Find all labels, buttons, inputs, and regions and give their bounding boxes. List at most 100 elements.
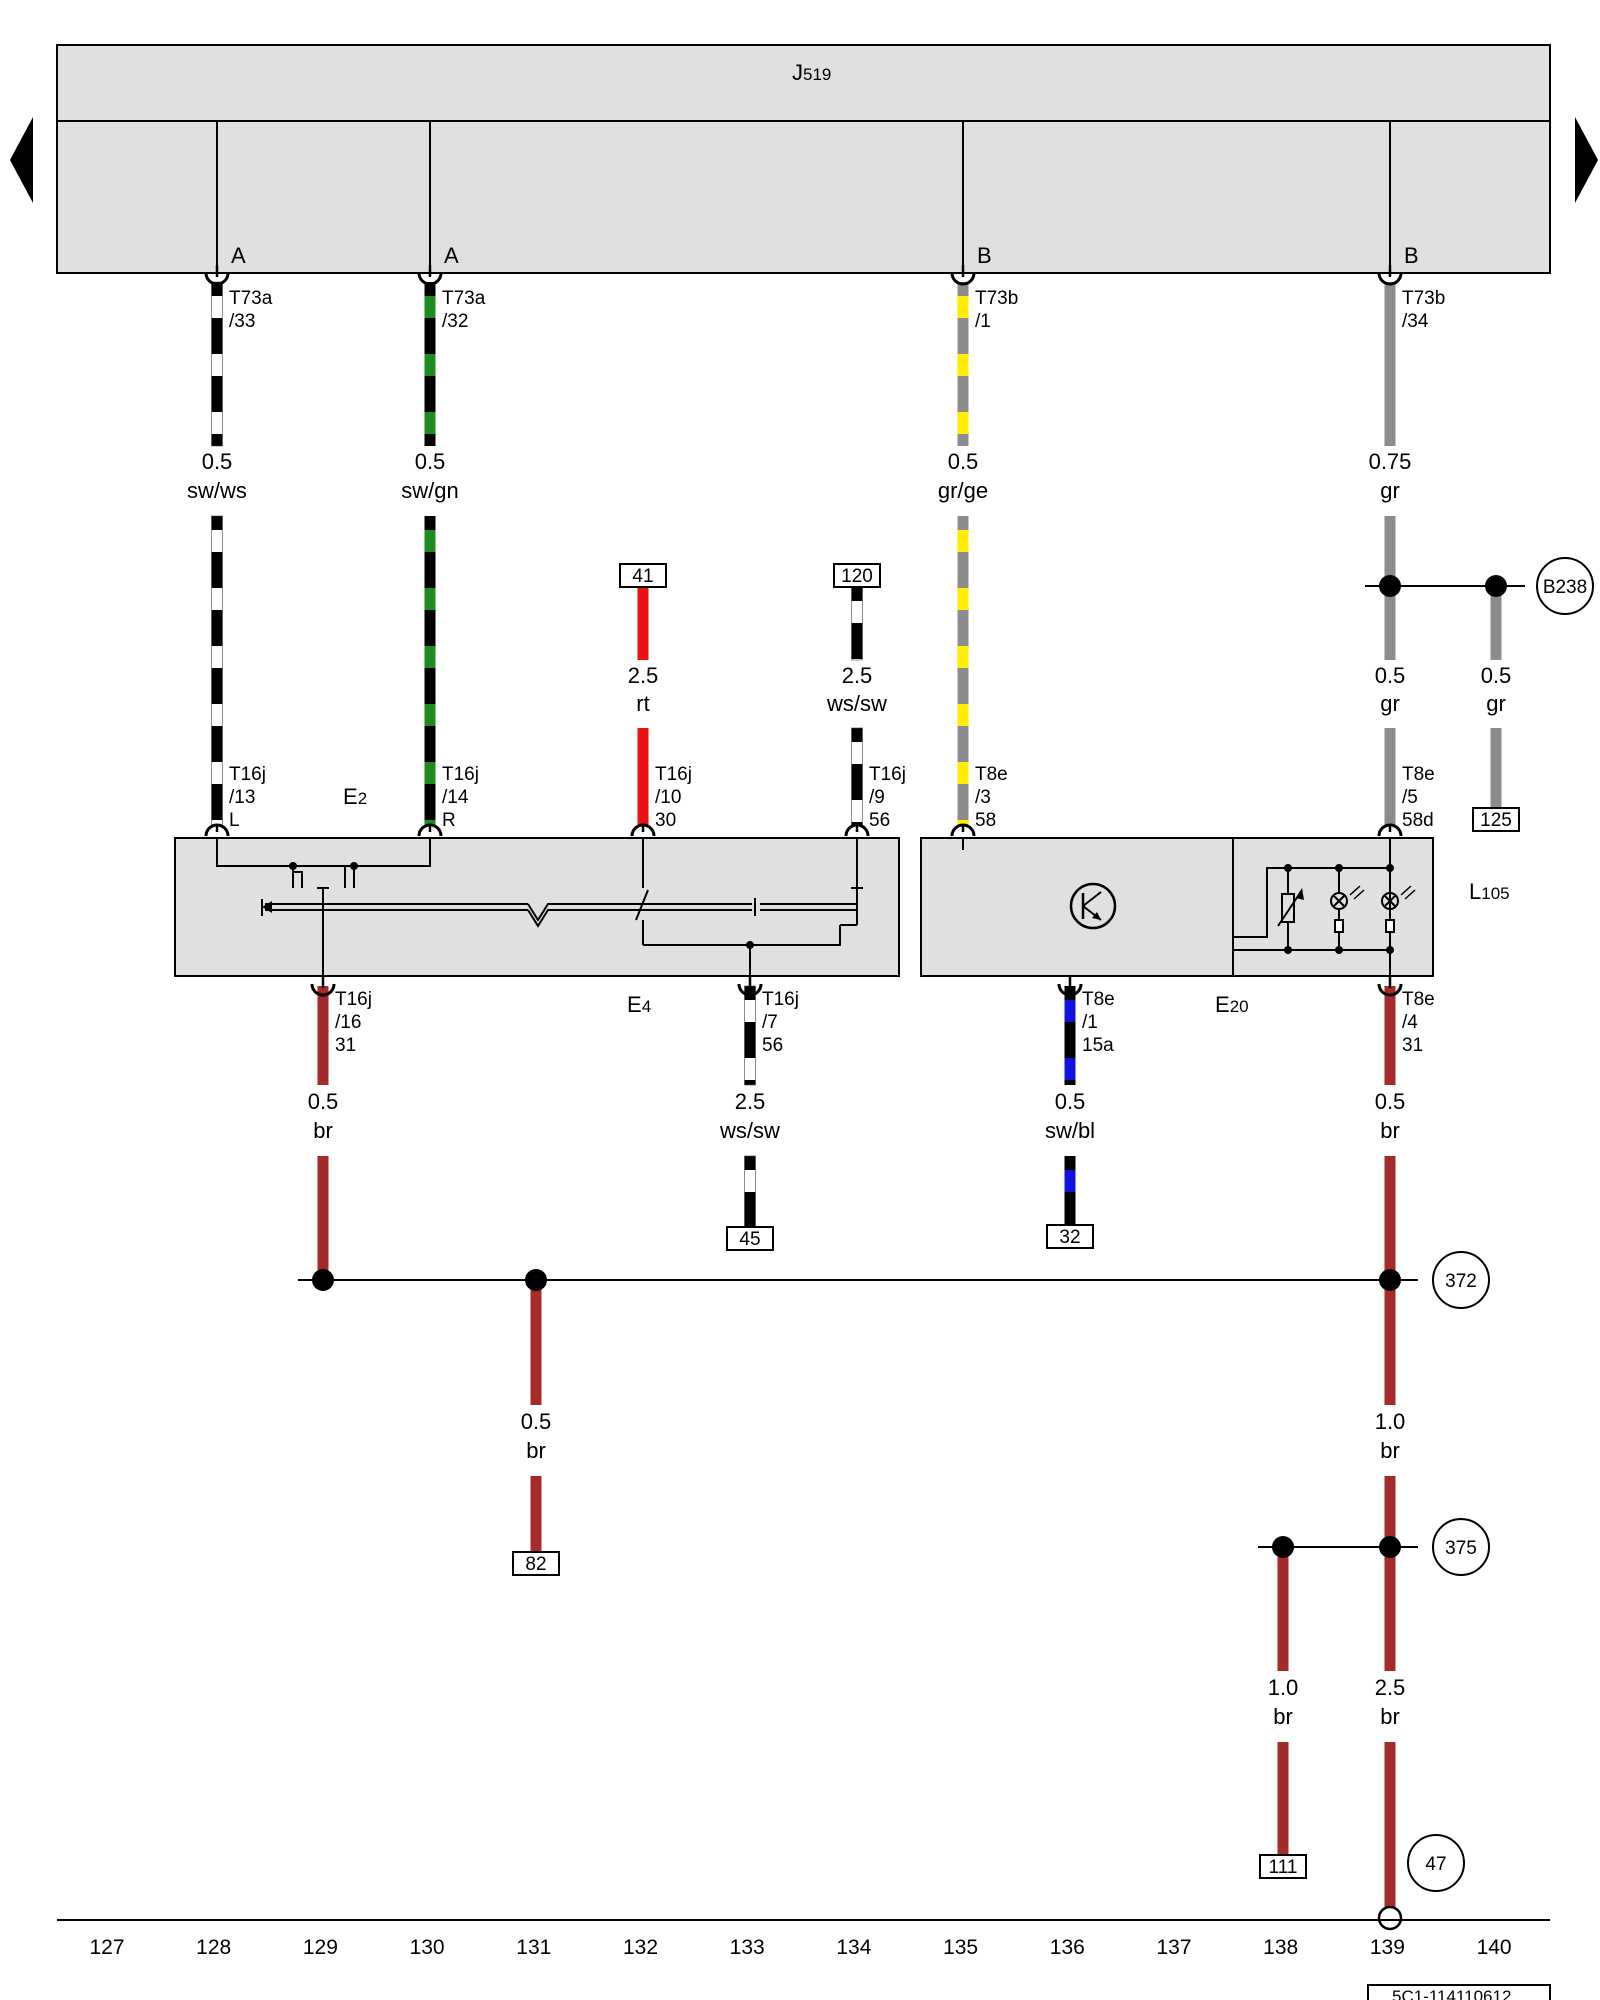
e2-label: E2 (343, 784, 367, 809)
axis-number: 137 (1156, 1936, 1191, 1959)
wire-color: ws/sw (826, 691, 887, 716)
wire-segment (1384, 1742, 1396, 1908)
pin-number: /3 (975, 787, 991, 808)
wire-segment (1384, 1476, 1396, 1671)
pin-terminal: 31 (1402, 1035, 1423, 1056)
splice-dot (1485, 575, 1507, 597)
axis-number: 136 (1050, 1936, 1085, 1959)
wire-color: br (526, 1438, 546, 1463)
wire-segment (424, 282, 436, 446)
wire-color: sw/bl (1045, 1118, 1095, 1143)
splice-dot (312, 1269, 334, 1291)
wire-size: 0.75 (1369, 449, 1412, 474)
pin-connector: T8e (975, 764, 1008, 785)
axis-number: 134 (836, 1936, 871, 1959)
box-ref-32[interactable]: 32 (1046, 1224, 1094, 1249)
circle-ref-372[interactable]: 372 (1432, 1251, 1490, 1309)
pin-number: /33 (229, 311, 255, 332)
wire-segment (1384, 728, 1396, 826)
nav-left-arrow-icon[interactable] (10, 117, 33, 203)
pin-terminal: 56 (762, 1035, 783, 1056)
box-ref-111[interactable]: 111 (1259, 1854, 1307, 1879)
svg-text:111: 111 (1269, 1857, 1298, 1878)
pin-number: /4 (1402, 1012, 1418, 1033)
box-ref-120[interactable]: 120 (833, 563, 881, 588)
pin-terminal: 30 (655, 810, 676, 831)
top-pin-labels: T73a /33 T73a /32 T73b /1 T73b /34 (229, 288, 1445, 332)
svg-text:47: 47 (1425, 1854, 1446, 1875)
wire-color: gr (1380, 691, 1400, 716)
wire-color: ws/sw (719, 1118, 780, 1143)
splice-dot (1379, 1536, 1401, 1558)
wire-labels: 0.5 sw/ws 0.5 sw/gn 0.5 gr/ge 0.75 gr 2.… (187, 449, 1511, 1729)
svg-text:45: 45 (739, 1229, 760, 1250)
wire-color: gr/ge (938, 478, 988, 503)
wire-size: 2.5 (1375, 1675, 1406, 1700)
l105-label: L105 (1469, 879, 1510, 904)
svg-text:B238: B238 (1543, 577, 1587, 598)
splice-points (312, 575, 1507, 1558)
j519-control-unit: J519 A A B B (56, 44, 1551, 274)
box-ref-125[interactable]: 125 (1472, 807, 1520, 832)
axis-number: 133 (730, 1936, 765, 1959)
pin-connector: T73a (229, 288, 273, 309)
pin-connector: T73b (1402, 288, 1445, 309)
axis-number: 130 (410, 1936, 445, 1959)
pin-connector: T16j (655, 764, 692, 785)
wire-segment (424, 516, 436, 826)
svg-text:5C1-114110612: 5C1-114110612 (1392, 1987, 1511, 2000)
pin-number: /14 (442, 787, 469, 808)
circle-ref-47[interactable]: 47 (1407, 1834, 1465, 1892)
pin-connector: T8e (1402, 989, 1435, 1010)
wire-segment (317, 986, 329, 1085)
pin-number: /7 (762, 1012, 778, 1033)
wire-segment (211, 515, 223, 827)
j519-label: J519 (792, 60, 831, 85)
box-ref-45[interactable]: 45 (726, 1226, 774, 1251)
wire-color: gr (1486, 691, 1506, 716)
box-ref-82[interactable]: 82 (512, 1551, 560, 1576)
box-ref-41[interactable]: 41 (619, 563, 667, 588)
connector-hook (204, 272, 230, 286)
wire-size: 0.5 (521, 1409, 552, 1434)
pin-connector: T73b (975, 288, 1018, 309)
wire-color: br (1380, 1704, 1400, 1729)
pin-number: /34 (1402, 311, 1429, 332)
pin-connector: T16j (229, 764, 266, 785)
wire-size: 2.5 (735, 1089, 766, 1114)
axis-number: 138 (1263, 1936, 1298, 1959)
wire-segment (637, 587, 649, 660)
pin-connector: T16j (335, 989, 372, 1010)
wire-segment (637, 728, 649, 826)
wire-segment (851, 586, 863, 661)
pin-number: /1 (975, 311, 991, 332)
wire-size: 2.5 (628, 663, 659, 688)
pin-number: /5 (1402, 787, 1418, 808)
wire-color: br (1380, 1438, 1400, 1463)
wire-segment (317, 1156, 329, 1280)
pin-number: /32 (442, 311, 468, 332)
connector-hook (1057, 983, 1083, 997)
wire-size: 2.5 (842, 663, 873, 688)
pin-number: /10 (655, 787, 681, 808)
pin-connector: T16j (762, 989, 799, 1010)
circle-ref-b238[interactable]: B238 (1536, 557, 1594, 615)
circle-refs: B238 372 375 47 (1407, 557, 1594, 1892)
wire-segment (1490, 594, 1502, 660)
connector-hook (950, 272, 976, 286)
connector-hook (417, 272, 443, 286)
wire-segment (851, 727, 863, 827)
axis-number: 135 (943, 1936, 978, 1959)
connector-hook (310, 983, 336, 997)
wire-size: 1.0 (1268, 1675, 1299, 1700)
pin-terminal: 31 (335, 1035, 356, 1056)
nav-right-arrow-icon[interactable] (1575, 117, 1598, 203)
pin-terminal: R (442, 810, 456, 831)
wire-color: gr (1380, 478, 1400, 503)
axis-number: 132 (623, 1936, 658, 1959)
circle-ref-375[interactable]: 375 (1432, 1518, 1490, 1576)
transistor-icon (1069, 882, 1117, 930)
wire-size: 0.5 (1375, 663, 1406, 688)
